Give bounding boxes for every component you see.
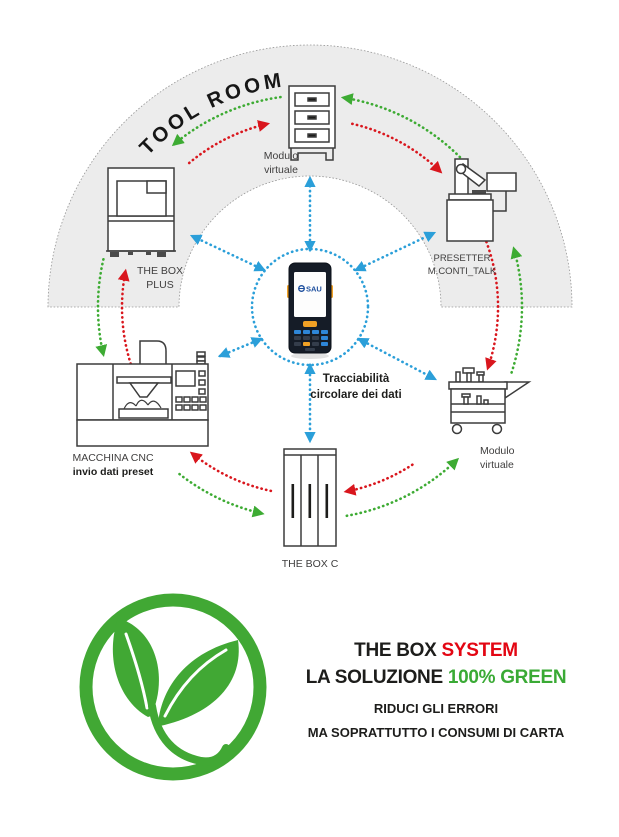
box-c-illustration [283,448,337,547]
cnc-label: MACCHINA CNC invio dati preset [72,452,154,478]
presetter-label: PRESETTER M.CONTI_TALK [427,253,497,277]
footer-title-highlight: SYSTEM [441,640,519,661]
leaf-sprout-icon [112,618,239,766]
cnc-machine-illustration [76,340,209,447]
drawer-cabinet-illustration [288,85,336,161]
box-c-label: THE BOX C [281,558,339,570]
circular-flow-diagram: TOOL ROOM [47,44,573,547]
footer-tagline-1: RIDUCI GLI ERRORI [373,701,499,716]
svg-text:SAU: SAU [306,285,322,294]
green-leaf-logo [79,593,267,781]
box-plus-label: THE BOX PLUS [136,265,184,291]
blue-data-links [189,175,438,444]
footer-text-block: THE BOX SYSTEM LA SOLUZIONE 100% GREEN R… [286,640,586,740]
virtual-module-right-label: Modulo virtuale [480,445,515,471]
device-dotted-circle [250,247,370,367]
footer-subtitle-highlight: 100% GREEN [447,667,567,688]
green-flow-arcs [95,93,524,518]
presetter-illustration [446,158,517,242]
device-screen-logo: SAU [298,285,322,294]
red-flow-arcs [117,120,500,496]
virtual-module-top-label: Modulo virtuale [263,150,299,176]
handheld-device-illustration: SAU [287,262,333,359]
footer-title: THE BOX SYSTEM [354,640,519,661]
footer-subtitle: LA SOLUZIONE 100% GREEN [305,667,567,688]
tool-cart-illustration [448,367,532,435]
footer-tagline-2: MA SOPRATTUTTO I CONSUMI DI CARTA [307,725,565,740]
center-caption: Tracciabilità circolare dei dati [310,373,402,401]
box-plus-illustration [106,167,176,257]
